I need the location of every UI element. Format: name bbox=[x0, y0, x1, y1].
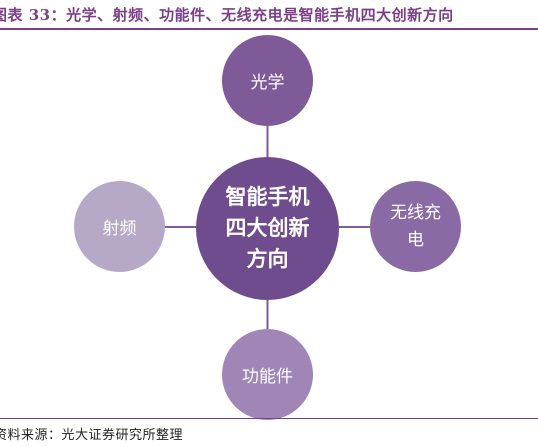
node-wireless-charging: 无线充 电 bbox=[370, 181, 461, 272]
source-note: 资料来源：光大证券研究所整理 bbox=[0, 428, 184, 443]
node-wireless-charging-label: 无线充 电 bbox=[390, 202, 441, 250]
center-node-label: 智能手机 四大创新 方向 bbox=[225, 185, 310, 271]
title-rule bbox=[0, 28, 538, 30]
node-rf-label: 射频 bbox=[102, 219, 137, 239]
center-node: 智能手机 四大创新 方向 bbox=[196, 157, 339, 300]
node-optics: 光学 bbox=[222, 35, 313, 126]
node-functional-parts: 功能件 bbox=[222, 329, 313, 420]
node-rf: 射频 bbox=[74, 181, 165, 272]
node-optics-label: 光学 bbox=[250, 73, 285, 93]
node-functional-parts-label: 功能件 bbox=[242, 367, 293, 387]
source-rule bbox=[0, 418, 538, 419]
figure-title: 图表 33：光学、射频、功能件、无线充电是智能手机四大创新方向 bbox=[0, 6, 454, 24]
